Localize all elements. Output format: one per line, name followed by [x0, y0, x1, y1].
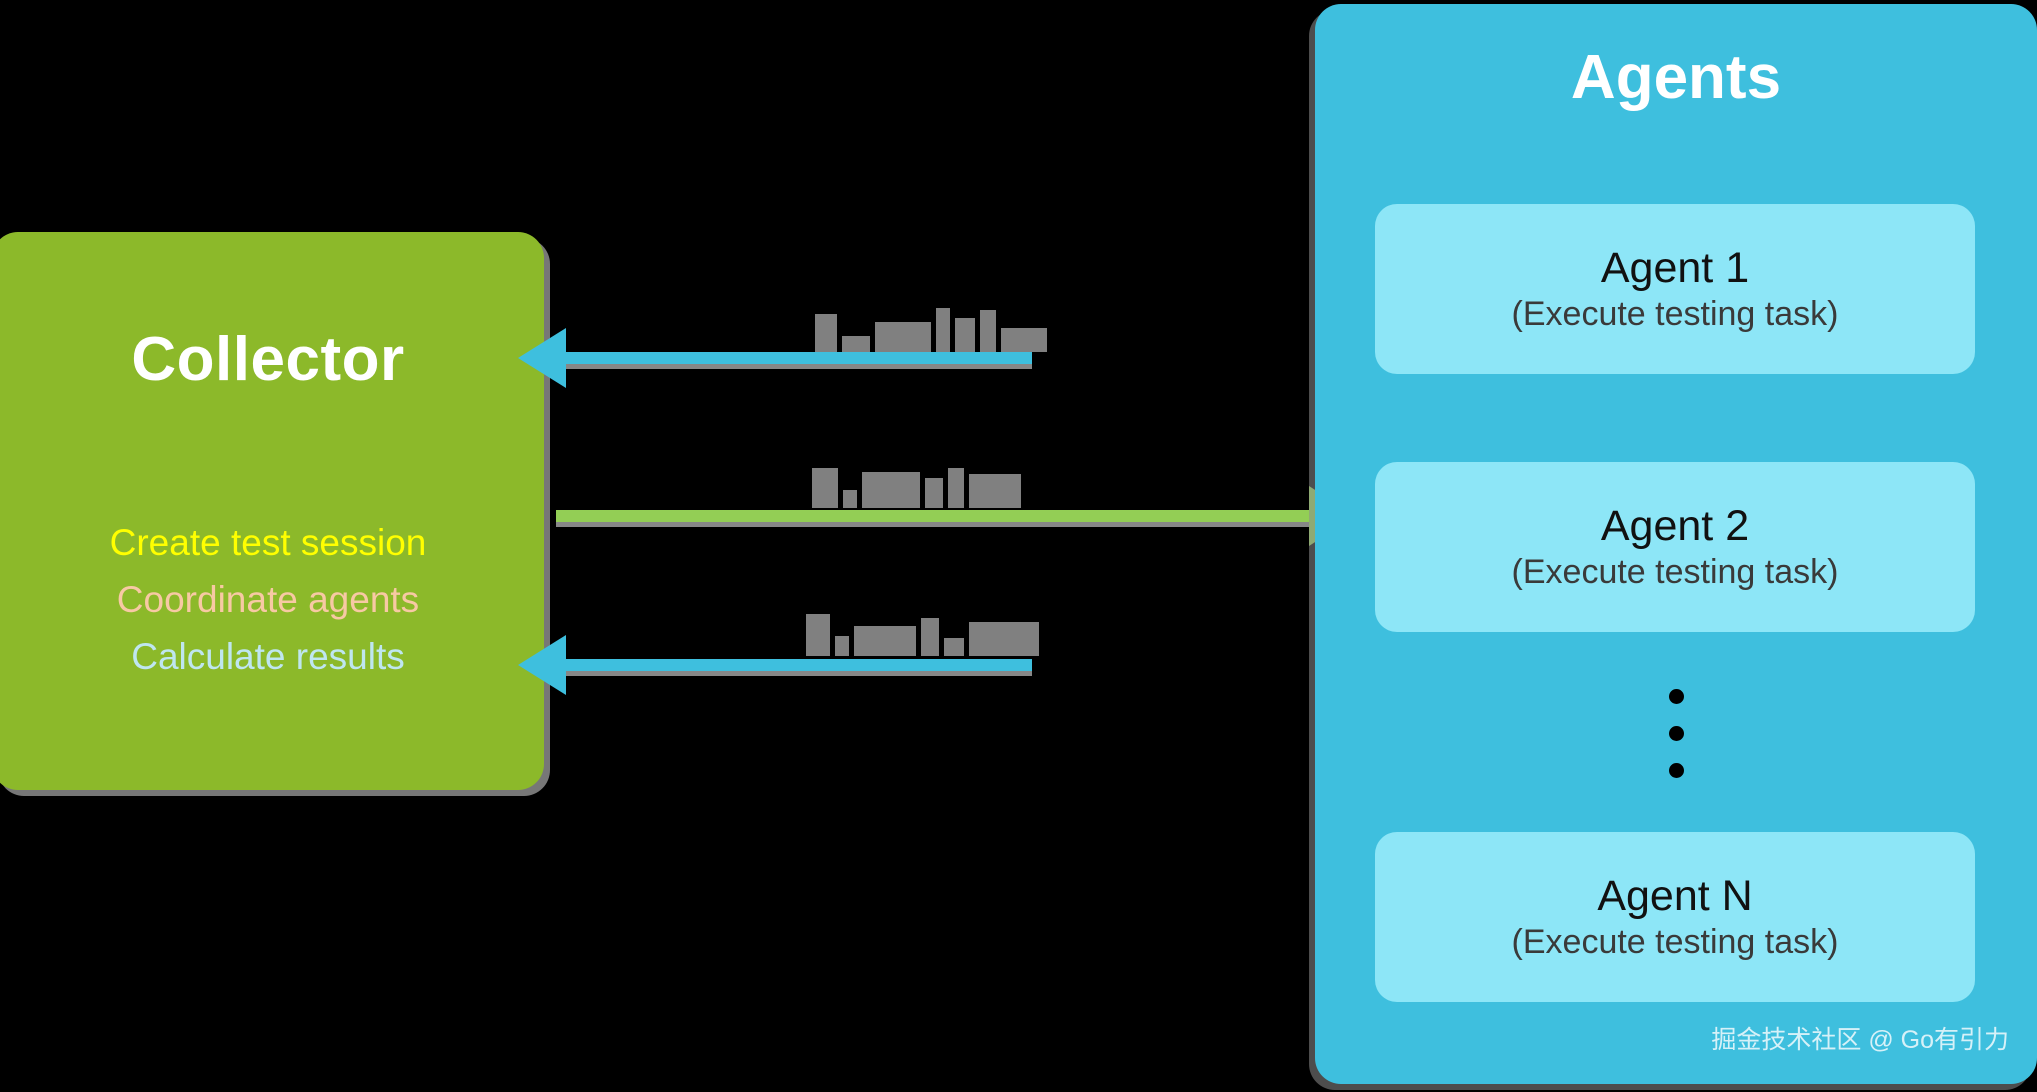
collector-title: Collector [131, 325, 405, 394]
connector-3-arrowhead-left-icon [518, 635, 566, 695]
agent-card-2[interactable]: Agent 2 (Execute testing task) [1375, 462, 1975, 632]
connector-3-line [566, 659, 1032, 671]
connector-1-arrowhead-left-icon [518, 328, 566, 388]
watermark: 掘金技术社区 @ Go有引力 [1711, 1026, 2009, 1054]
connector-1-agents-to-collector [518, 328, 1032, 388]
agent-card-2-subtitle: (Execute testing task) [1511, 552, 1839, 591]
connector-1-line [566, 352, 1032, 364]
agent-card-n[interactable]: Agent N (Execute testing task) [1375, 832, 1975, 1002]
connector-2-label-redacted [812, 462, 1021, 508]
agent-card-n-name: Agent N [1597, 871, 1753, 920]
vertical-ellipsis-icon [1315, 689, 2037, 800]
collector-box: Collector Create test session Coordinate… [0, 232, 544, 790]
agents-panel-title: Agents [1570, 43, 1782, 112]
connector-2-collector-to-agents [556, 486, 1355, 546]
agent-card-2-name: Agent 2 [1600, 501, 1750, 550]
collector-bullet-coordinate-agents: Coordinate agents [116, 579, 420, 620]
agents-panel: Agents Agent 1 (Execute testing task) Ag… [1315, 4, 2037, 1084]
collector-bullet-list: Create test session Coordinate agents Ca… [0, 514, 544, 685]
connector-3-agents-to-collector [518, 635, 1032, 695]
connector-2-line [556, 510, 1309, 522]
collector-bullet-create-test-session: Create test session [109, 522, 427, 563]
agent-card-n-subtitle: (Execute testing task) [1511, 922, 1839, 961]
agent-card-1-name: Agent 1 [1600, 243, 1750, 292]
connector-1-label-redacted [815, 306, 1047, 352]
connector-3-label-redacted [806, 610, 1039, 656]
agent-card-1-subtitle: (Execute testing task) [1511, 294, 1839, 333]
collector-bullet-calculate-results: Calculate results [131, 636, 405, 677]
agent-card-1[interactable]: Agent 1 (Execute testing task) [1375, 204, 1975, 374]
